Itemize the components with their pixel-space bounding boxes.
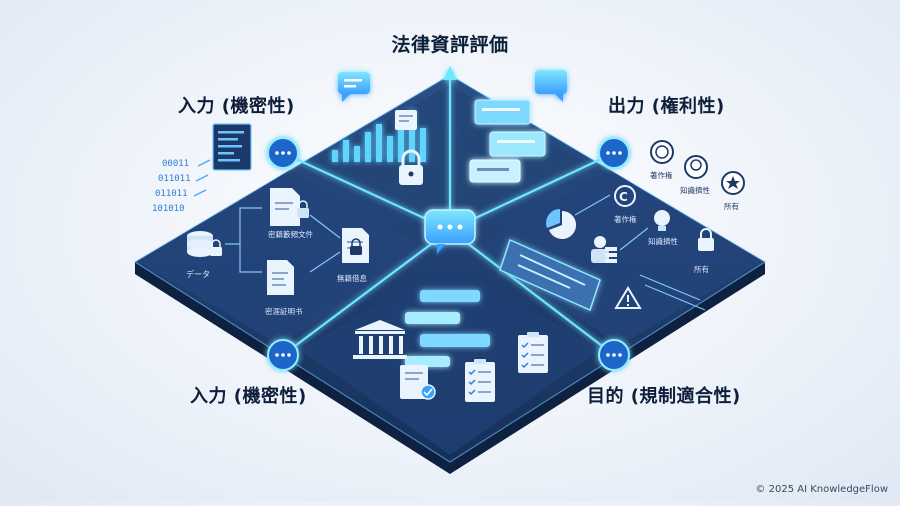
node-bottom-left[interactable] — [267, 339, 299, 371]
side-ownership-icon — [721, 171, 745, 195]
connection-lines — [282, 75, 615, 356]
flow-arrows-right — [574, 194, 706, 311]
side-copyright-label: 著作権 — [650, 170, 673, 180]
secret-file-icon-2 — [267, 260, 294, 295]
file1-label: 密籍籔頻文件 — [268, 229, 313, 239]
database-icon — [187, 231, 222, 257]
label-input-confidentiality-top: 入力 (機密性) — [178, 96, 295, 117]
flow-arrows-left — [225, 207, 341, 273]
label-output-rights: 出力 (権利性) — [608, 96, 725, 117]
secret-file-icon-3 — [342, 228, 369, 263]
data-label: データ — [186, 269, 210, 279]
certified-doc-icon — [400, 365, 436, 400]
pie-chart-icon — [546, 209, 577, 239]
chat-panels-top — [469, 99, 546, 183]
out-ip-label: 知識擠性 — [648, 236, 678, 246]
tile-bottom — [300, 262, 600, 455]
copyright-icon: C — [614, 185, 636, 207]
floating-chat-icon-left — [338, 72, 370, 102]
out-copyright-label: 著作権 — [614, 214, 637, 224]
binary-line-1: 00011 — [162, 159, 189, 169]
copyright-footer: © 2025 AI KnowledgeFlow — [755, 484, 888, 495]
diagram-title: 法律資評評価 — [391, 34, 509, 56]
checklist-icon-bottom — [465, 359, 495, 402]
courthouse-icon — [353, 320, 407, 359]
file3-label: 無籍借息 — [337, 273, 367, 283]
side-ip-icon — [684, 155, 708, 179]
side-ownership-label: 所有 — [724, 201, 739, 211]
data-terminal-icon — [212, 123, 252, 171]
svg-text:C: C — [619, 190, 628, 204]
lock-icon-top — [399, 149, 423, 185]
node-top-right[interactable] — [598, 137, 630, 169]
binary-line-4: 101010 — [152, 204, 185, 214]
document-icon-top — [395, 110, 417, 130]
floating-chat-icon-right — [535, 70, 567, 102]
out-ownership-label: 所有 — [694, 264, 709, 274]
up-arrow-icon — [443, 66, 457, 80]
tile-left — [140, 170, 430, 345]
message-panel-right — [499, 238, 601, 312]
chat-bars-bottom — [405, 290, 490, 367]
arrows-left — [193, 159, 211, 197]
bar-chart-icon — [332, 110, 426, 162]
label-input-confidentiality-bottom: 入力 (機密性) — [190, 386, 307, 407]
binary-line-2: 011011 — [158, 174, 191, 184]
file2-label: 密涯証明书 — [265, 306, 303, 316]
lock-icon-right — [698, 228, 714, 251]
node-top-left[interactable] — [267, 137, 299, 169]
center-chat-icon[interactable] — [424, 209, 476, 254]
bulb-icon — [654, 210, 670, 231]
checklist-icon-right — [518, 332, 548, 373]
side-ip-label: 知識擠性 — [680, 185, 710, 195]
binary-line-3: 011011 — [155, 189, 188, 199]
secret-file-icon-1 — [270, 188, 309, 226]
warning-icon — [614, 286, 642, 309]
user-stack-icon — [591, 236, 617, 263]
tile-right — [470, 170, 760, 345]
side-copyright-icon — [650, 140, 674, 164]
label-purpose-compliance: 目的 (規制適合性) — [587, 386, 741, 407]
node-bottom-right[interactable] — [598, 339, 630, 371]
binary-stream: 00011 011011 011011 101010 — [152, 159, 191, 214]
